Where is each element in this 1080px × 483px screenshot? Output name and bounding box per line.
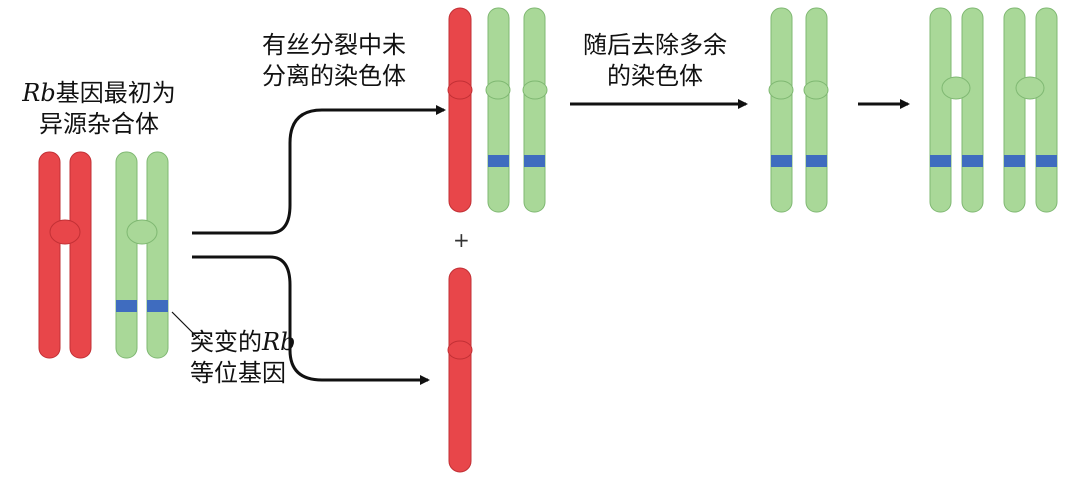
mutant-leader-line: [171, 311, 201, 341]
lower-branch-arrow: [192, 255, 430, 385]
nondisjunction-label: 有丝分裂中未 分离的染色体: [262, 30, 444, 92]
plus-sign: +: [453, 228, 470, 252]
green-chromosome-homozygous-2: [1003, 7, 1058, 213]
removal-line2: 的染色体: [607, 62, 703, 90]
upper-branch-arrow: [192, 105, 446, 235]
initial-label-line1: 基因最初为: [55, 79, 176, 107]
nondisjunction-line2: 分离的染色体: [262, 62, 406, 90]
mutant-label-line2: 等位基因: [190, 359, 286, 387]
rb-italic: Rb: [22, 79, 56, 107]
green-chromosome-homozygous-1: [929, 7, 984, 213]
red-chromosome-initial: [38, 151, 92, 359]
mutant-band: [116, 300, 137, 312]
red-chromatid-lower: [447, 267, 473, 473]
nondisjunction-line1: 有丝分裂中未: [262, 31, 406, 59]
removal-label: 随后去除多余 的染色体: [560, 30, 750, 92]
green-chromosome-after-removal: [768, 7, 829, 213]
rb-italic: Rb: [262, 328, 296, 356]
mutant-band: [147, 300, 168, 312]
mutant-allele-label: 突变的Rb 等位基因: [190, 327, 310, 389]
green-chromosome-initial: [115, 151, 169, 359]
red-chromatid-upper: [447, 7, 473, 213]
removal-line1: 随后去除多余: [583, 31, 727, 59]
initial-heterozygous-label: Rb基因最初为 异源杂合体: [10, 78, 188, 140]
mutant-label-prefix: 突变的: [190, 328, 262, 356]
green-chromosome-after-mitosis: [485, 7, 548, 213]
initial-label-line2: 异源杂合体: [39, 110, 159, 138]
